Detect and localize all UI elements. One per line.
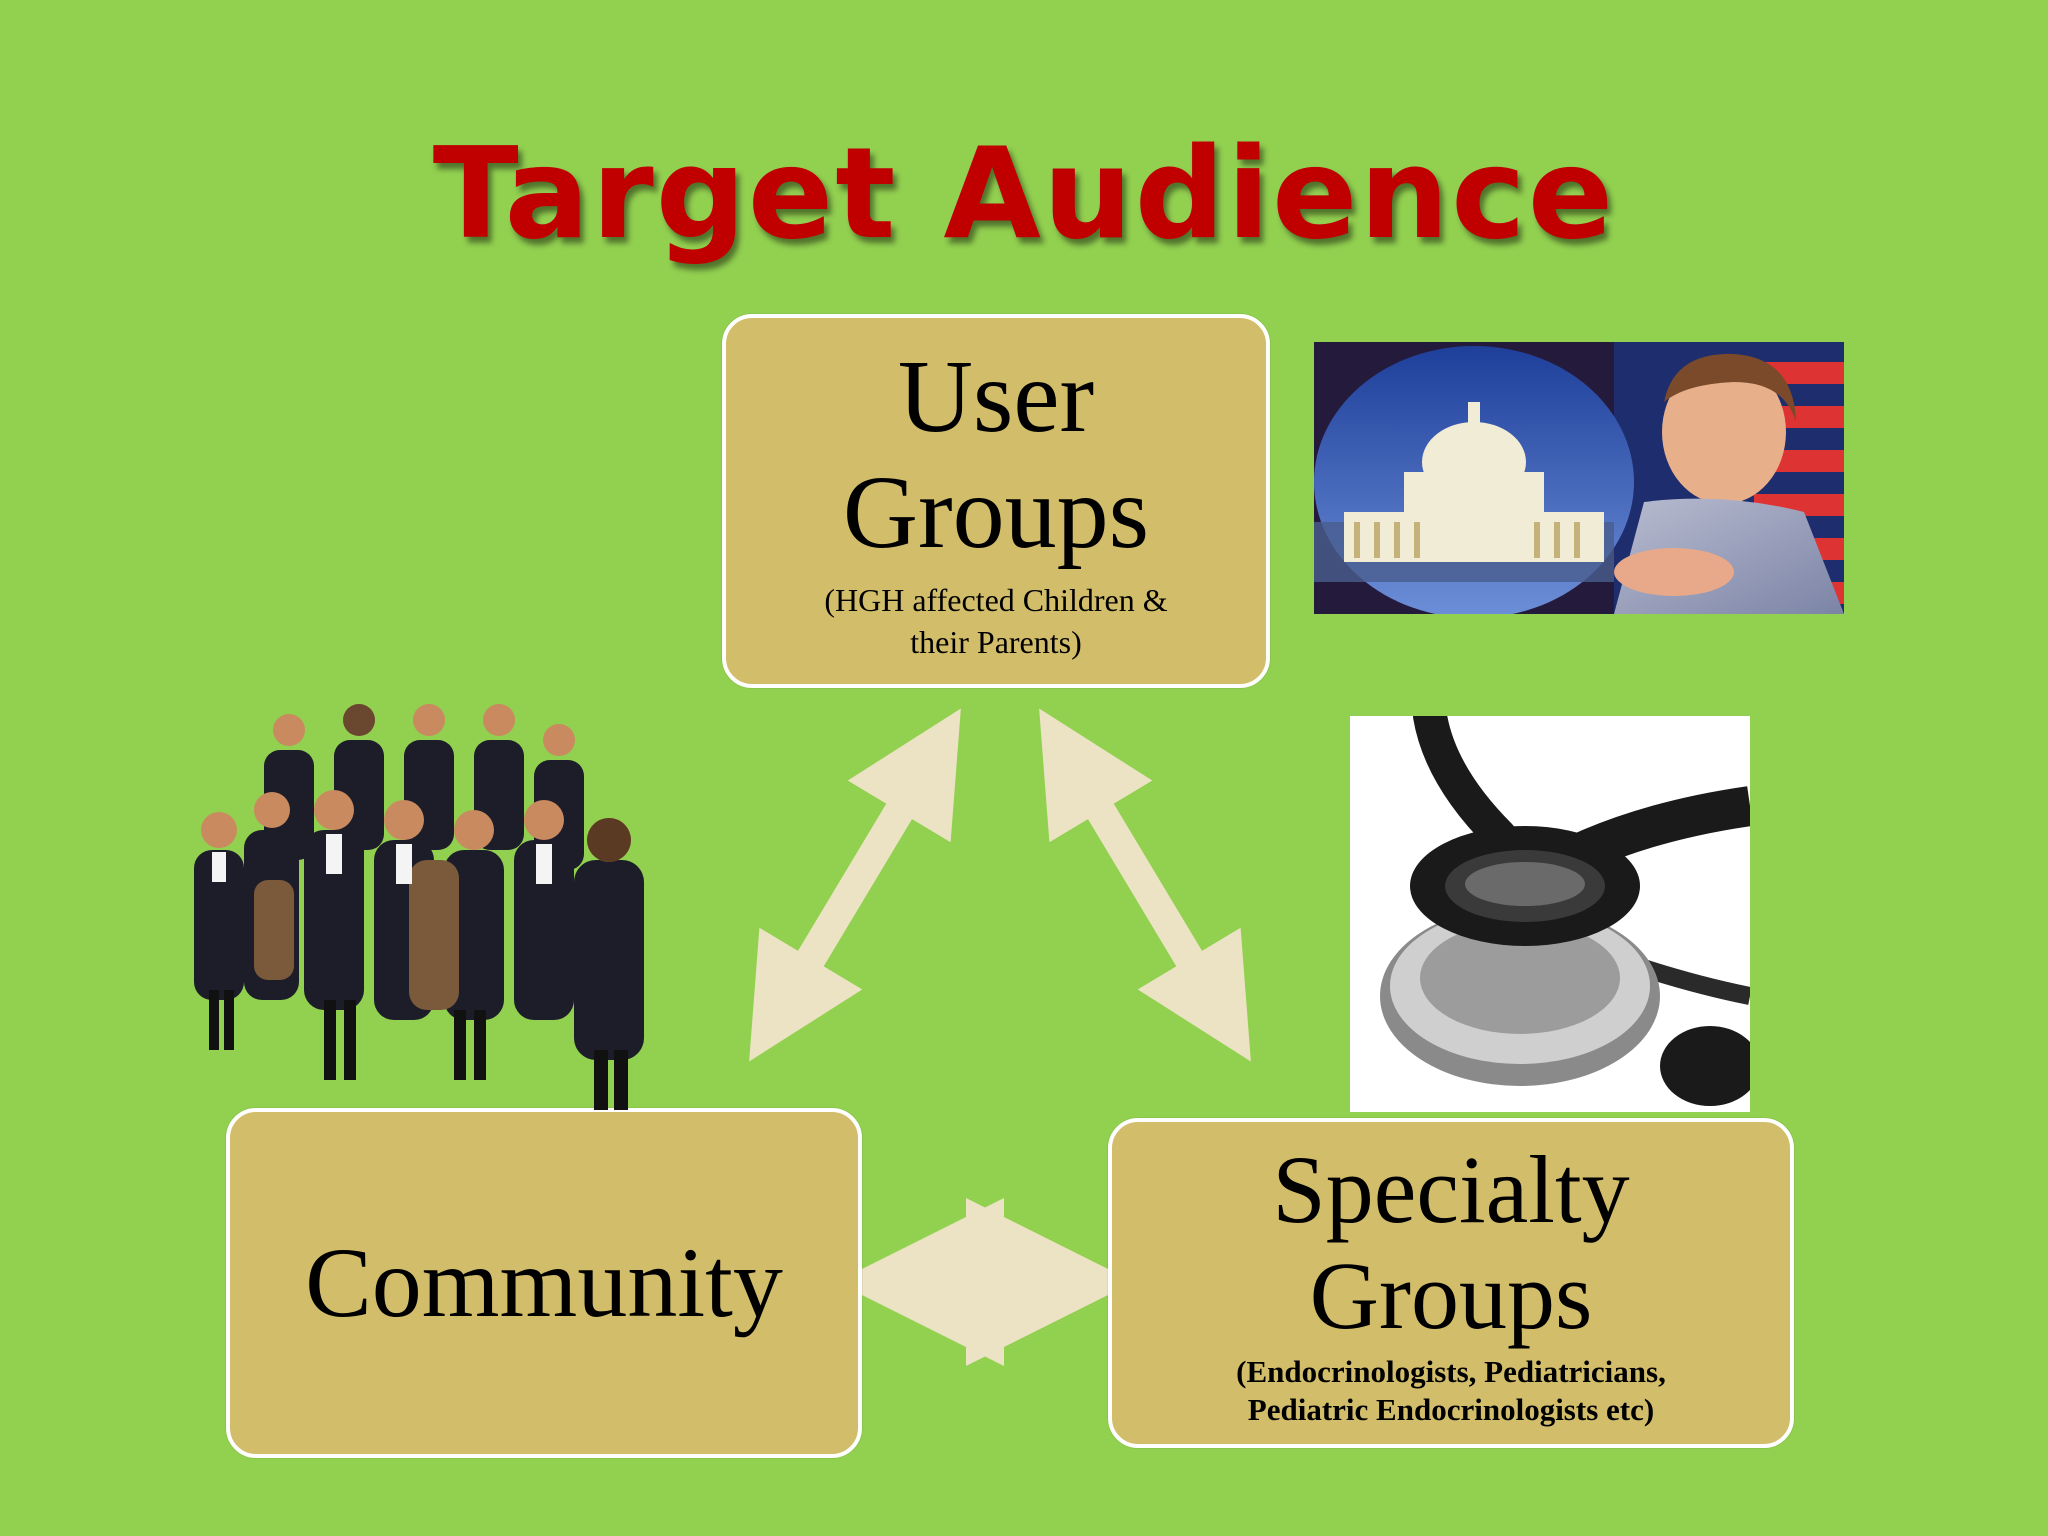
specialty-groups-box: Specialty Groups (Endocrinologists, Pedi… — [1108, 1118, 1794, 1448]
community-label: Community — [305, 1227, 783, 1338]
arrow-user-specialty — [1039, 708, 1251, 1062]
stethoscope-photo-icon — [1350, 716, 1750, 1112]
specialty-groups-line1: Specialty — [1272, 1136, 1630, 1243]
user-groups-line1: User — [897, 339, 1095, 454]
slide-title: Target Audience — [432, 120, 1616, 267]
user-groups-box: User Groups (HGH affected Children & the… — [722, 314, 1270, 688]
specialty-groups-line2: Groups — [1309, 1242, 1593, 1349]
specialty-groups-sub1: (Endocrinologists, Pediatricians, — [1236, 1354, 1666, 1389]
user-groups-sub2: their Parents) — [910, 624, 1082, 660]
arrow-user-community — [749, 708, 961, 1062]
user-groups-line2: Groups — [842, 455, 1150, 570]
specialty-groups-sub2: Pediatric Endocrinologists etc) — [1247, 1392, 1655, 1427]
user-groups-sub1: (HGH affected Children & — [824, 582, 1168, 618]
capitol-photo-icon — [1314, 342, 1844, 614]
community-box: Community — [226, 1108, 862, 1458]
crowd-photo-icon — [194, 704, 644, 1110]
